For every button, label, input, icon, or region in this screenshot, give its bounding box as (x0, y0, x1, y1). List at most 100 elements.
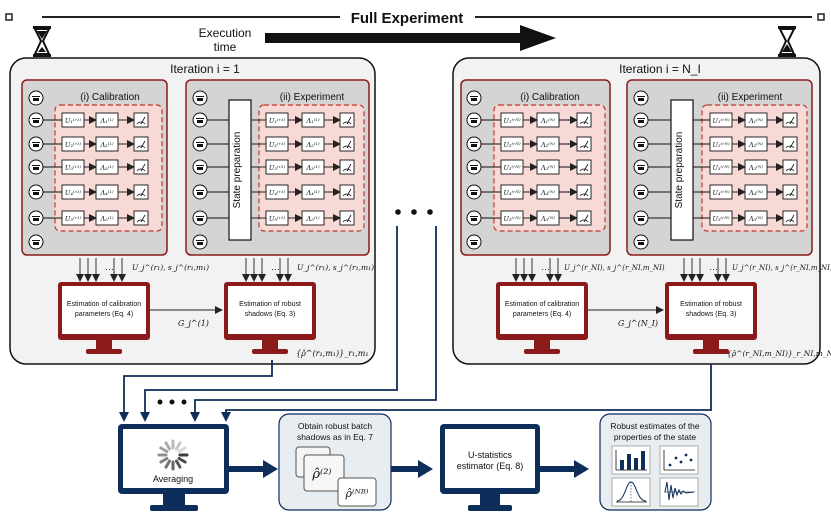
qubit-icon (466, 159, 482, 175)
calibration-monitor-1-text: Estimation of calibration (67, 301, 141, 308)
execution-time-arrow (265, 25, 556, 51)
hourglass-end-icon (778, 26, 796, 57)
iteration-1-label: Iteration i = 1 (170, 62, 240, 76)
ustat-label-2: estimator (Eq. 8) (457, 461, 524, 471)
qubit-icon (633, 234, 649, 250)
unitary-gate-label: U₅⁽ʳ¹⁾ (269, 215, 286, 223)
exp-output-label-1: U_j^(r₁), s_j^(r₁,m₁) (297, 263, 374, 272)
noise-channel-label: Λ₅⁽¹⁾ (99, 215, 114, 223)
calibration-title-n: (i) Calibration (520, 92, 579, 103)
iteration-n-panel: Iteration i = N_I (i) Calibration (ii) E… (452, 57, 831, 365)
shadow-monitor-n-text: Estimation of robust (680, 301, 742, 308)
noise-channel-label: Λ₃⁽¹⁾ (305, 164, 320, 172)
unitary-gate-label: U₂⁽ʳᴺ⁾ (712, 141, 730, 149)
unitary-gate-label: U₁⁽ʳᴺ⁾ (503, 117, 521, 125)
averaging-label: Averaging (153, 474, 193, 484)
qubit-icon (192, 90, 208, 106)
qubit-icon (192, 112, 208, 128)
batch-shadow-2: ρ̂⁽²⁾ (311, 467, 331, 482)
unitary-gate-label: U₃⁽ʳᴺ⁾ (712, 164, 730, 172)
qubit-icon (28, 210, 44, 226)
measurement-icon (576, 184, 592, 200)
scatter-icon (659, 445, 699, 475)
measurement-icon (339, 112, 355, 128)
measurement-icon (339, 159, 355, 175)
qubit-icon (466, 184, 482, 200)
noise-channel-label: Λ₅⁽ᴺ⁾ (540, 215, 555, 223)
calibration-monitor-n-text-2: parameters (Eq. 4) (513, 311, 571, 318)
calib-output-label-1: U_j^(r₁), s_j^(r₁,m₁) (132, 263, 209, 272)
unitary-gate-label: U₄⁽ʳ¹⁾ (65, 189, 82, 197)
noise-channel-label: Λ₁⁽¹⁾ (99, 117, 114, 125)
noise-channel-label: Λ₂⁽ᴺ⁾ (540, 141, 555, 149)
noise-channel-label: Λ₄⁽¹⁾ (99, 189, 114, 197)
iteration-ellipsis (395, 209, 433, 215)
measurement-icon (576, 210, 592, 226)
noise-channel-label: Λ₁⁽¹⁾ (305, 117, 320, 125)
robust-estimates-box: Robust estimates of the properties of th… (599, 413, 712, 511)
g-label-1: G_j^(1) (178, 319, 209, 328)
page-title: Full Experiment (351, 10, 464, 27)
qubit-icon (633, 210, 649, 226)
qubit-icon (466, 210, 482, 226)
qubit-icon (192, 234, 208, 250)
arrow-to-batch (229, 460, 278, 478)
measurement-icon (782, 184, 798, 200)
state-prep-label-n: State preparation (674, 132, 685, 209)
robust-title-2: properties of the state (614, 432, 696, 442)
noise-channel-label: Λ₂⁽ᴺ⁾ (748, 141, 763, 149)
qubit-icon (633, 136, 649, 152)
calibration-title-1: (i) Calibration (80, 92, 139, 103)
qubit-icon (28, 184, 44, 200)
qubit-icon (28, 90, 44, 106)
measurement-icon (133, 136, 149, 152)
output-ellipsis: … (105, 262, 114, 272)
unitary-gate-label: U₁⁽ʳ¹⁾ (65, 117, 82, 125)
measurement-icon (133, 112, 149, 128)
calibration-monitor-n-text: Estimation of calibration (505, 301, 579, 308)
unitary-gate-label: U₅⁽ʳ¹⁾ (65, 215, 82, 223)
qubit-icon (633, 159, 649, 175)
noise-channel-label: Λ₄⁽¹⁾ (305, 189, 320, 197)
measurement-icon (576, 112, 592, 128)
noise-channel-label: Λ₅⁽¹⁾ (305, 215, 320, 223)
output-ellipsis: … (271, 262, 280, 272)
calibration-monitor-1-text-2: parameters (Eq. 4) (75, 311, 133, 318)
unitary-gate-label: U₂⁽ʳ¹⁾ (269, 141, 286, 149)
qubit-icon (466, 234, 482, 250)
execution-time-label-2: time (214, 40, 237, 54)
shadow-set-label-n: {ρ̂^(r_NI,m_NI)}_r_NI,m_NI (727, 349, 831, 358)
qubit-icon (28, 159, 44, 175)
output-ellipsis: … (541, 262, 550, 272)
shadow-monitor-1-text: Estimation of robust (239, 301, 301, 308)
oscillation-icon (659, 477, 699, 507)
averaging-ellipsis (157, 399, 187, 405)
unitary-gate-label: U₂⁽ʳ¹⁾ (65, 141, 82, 149)
unitary-gate-label: U₁⁽ʳ¹⁾ (269, 117, 286, 125)
batch-title: Obtain robust batch (298, 421, 372, 431)
measurement-icon (782, 210, 798, 226)
state-prep-label-1: State preparation (232, 132, 243, 209)
shadow-monitor-1-text-2: shadows (Eq. 3) (245, 311, 296, 318)
hourglass-start-icon (33, 26, 51, 57)
qubit-icon (192, 210, 208, 226)
unitary-gate-label: U₃⁽ʳ¹⁾ (65, 164, 82, 172)
noise-channel-label: Λ₄⁽ᴺ⁾ (748, 189, 763, 197)
noise-channel-label: Λ₁⁽ᴺ⁾ (540, 117, 555, 125)
batch-shadow-nb: ρ̂⁽ᴺᴮ⁾ (344, 487, 368, 500)
unitary-gate-label: U₄⁽ʳ¹⁾ (269, 189, 286, 197)
qubit-icon (28, 136, 44, 152)
batch-title-2: shadows as in Eq. 7 (297, 432, 373, 442)
unitary-gate-label: U₃⁽ʳᴺ⁾ (503, 164, 521, 172)
measurement-icon (782, 112, 798, 128)
experiment-title-n: (ii) Experiment (718, 92, 783, 103)
noise-channel-label: Λ₂⁽¹⁾ (99, 141, 114, 149)
measurement-icon (133, 159, 149, 175)
unitary-gate-label: U₅⁽ʳᴺ⁾ (503, 215, 521, 223)
noise-channel-label: Λ₃⁽¹⁾ (99, 164, 114, 172)
exp-output-label-n: U_j^(r_NI), s_j^(r_NI,m_NI) (732, 264, 831, 272)
calibration-monitor-n: Estimation of calibration parameters (Eq… (496, 282, 588, 354)
noise-channel-label: Λ₁⁽ᴺ⁾ (748, 117, 763, 125)
qubit-icon (28, 112, 44, 128)
loading-spinner-icon (157, 439, 189, 471)
